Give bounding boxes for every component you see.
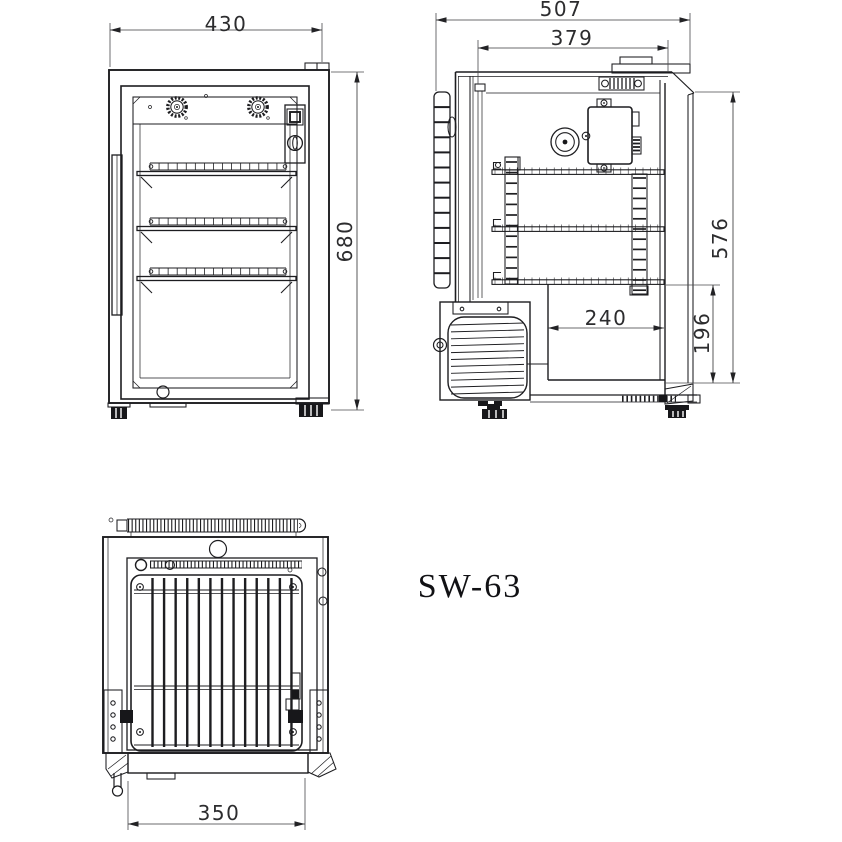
model-label: SW-63 <box>418 568 522 605</box>
dim-side-recess-height-value: 196 <box>690 312 714 355</box>
rear-foot <box>668 410 686 418</box>
dim-front-height-value: 680 <box>333 220 357 263</box>
hinge-bracket <box>598 76 645 91</box>
evaporator-fan-icon <box>247 96 269 118</box>
condenser-edge <box>433 91 451 289</box>
control-box <box>587 98 642 173</box>
front-door-frame <box>120 85 310 400</box>
door-lock-icon <box>156 385 170 399</box>
dim-side-depth-overall-value: 507 <box>540 0 583 21</box>
back-view <box>102 517 337 797</box>
condenser-tube <box>108 517 307 537</box>
dimension-side-recess-depth: 240 <box>548 306 664 330</box>
dimension-back-width: 350 <box>127 778 306 830</box>
vent-hole <box>208 539 228 559</box>
dimension-side-height: 576 <box>664 91 740 384</box>
dim-side-recess-depth-value: 240 <box>585 306 628 330</box>
dimension-side-recess-height: 196 <box>666 284 720 383</box>
front-cabinet-outline <box>108 69 330 404</box>
dimension-front-width: 430 <box>109 12 323 67</box>
side-view <box>432 56 701 419</box>
dimension-annotations: 430 680 507 379 576 19 <box>109 0 740 830</box>
wire-shelves <box>136 162 297 294</box>
shelf-rail <box>631 173 648 295</box>
dim-side-depth-inner-value: 379 <box>551 26 594 50</box>
front-view <box>107 62 330 419</box>
thermostat-knob <box>286 134 304 152</box>
dimension-side-depth-overall: 507 <box>435 0 691 91</box>
evaporator-fan-icon <box>166 96 188 118</box>
dimension-front-height: 680 <box>331 71 364 411</box>
left-foot <box>111 407 127 419</box>
condenser-grid <box>130 574 303 752</box>
compressor <box>432 301 548 401</box>
dim-side-height-value: 576 <box>708 217 732 260</box>
shelves-edge <box>491 161 665 285</box>
drain-pipe <box>111 773 124 797</box>
front-door-inner-frame <box>132 96 298 389</box>
fan-motor <box>550 127 580 157</box>
dimension-side-depth-inner: 379 <box>477 26 669 84</box>
compressor-foot <box>482 409 507 419</box>
dim-front-width-value: 430 <box>205 12 248 36</box>
dim-back-width-value: 350 <box>198 801 241 825</box>
shelf-rail <box>504 156 519 285</box>
thermostat-panel <box>284 104 306 164</box>
